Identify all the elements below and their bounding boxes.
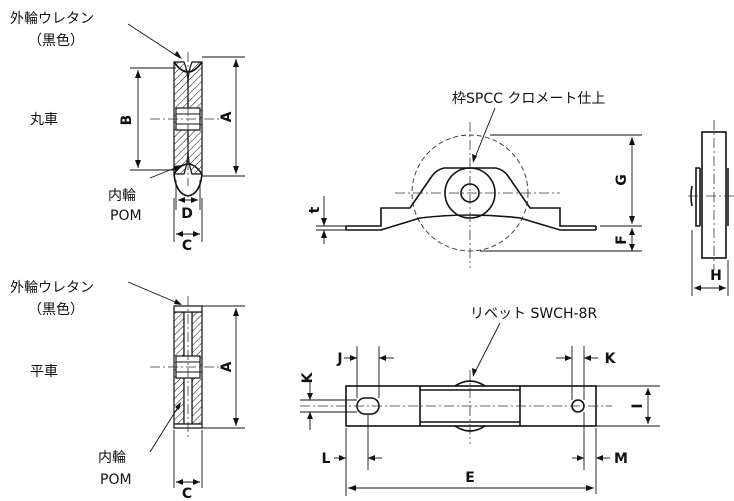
dim-h: H (691, 230, 729, 296)
dim-f-label: F (614, 235, 630, 245)
dim-l: L (322, 414, 382, 470)
dim-k-right-label: K (605, 351, 617, 367)
dim-g-label: G (614, 174, 630, 186)
outer-urethane-top-label: 外輪ウレタン (10, 10, 94, 27)
dim-b-label: B (119, 115, 135, 126)
dim-k-left-label: K (300, 371, 316, 383)
dim-e-label: E (465, 470, 475, 486)
inner-bottom-label: 内輪 (98, 449, 126, 466)
dim-c-top: C (173, 198, 203, 254)
frame-note-label: 枠SPCC クロメート仕上 (452, 91, 605, 107)
black-top-label: （黒色） (28, 32, 84, 49)
dim-m-label: M (614, 451, 628, 467)
flat-wheel-label: 平車 (30, 363, 58, 380)
dim-i: I (596, 385, 660, 427)
dim-e: E (345, 470, 594, 496)
top-view (300, 370, 612, 444)
pom-top-label: POM (110, 208, 142, 224)
dim-d-label: D (181, 206, 193, 222)
dim-c-bottom: C (173, 430, 203, 501)
side-view (688, 120, 734, 270)
dim-a-top-label: A (219, 111, 235, 122)
dim-i-label: I (630, 403, 646, 408)
round-wheel-section (150, 52, 220, 197)
outer-urethane-bottom-label: 外輪ウレタン (10, 279, 94, 296)
dim-h-label: H (710, 268, 722, 284)
dim-m: M (572, 412, 628, 494)
dim-a-bottom: A (202, 305, 245, 429)
dim-c-top-label: C (182, 238, 192, 254)
rivet-note-label: リベット SWCH-8R (470, 306, 597, 322)
dim-t-label: t (307, 206, 323, 213)
dim-k-left: K (300, 371, 357, 430)
dim-c-bottom-label: C (182, 486, 192, 501)
dim-f: F (480, 228, 642, 252)
dim-a-top: A (202, 56, 245, 177)
dim-k-right: K (556, 346, 617, 400)
round-wheel-label: 丸車 (30, 111, 58, 128)
flat-wheel-section (150, 296, 220, 440)
dim-g: G (490, 134, 642, 227)
dim-b: B (119, 67, 176, 171)
dim-j-label: J (336, 351, 342, 367)
black-bottom-label: （黒色） (28, 301, 84, 318)
pom-bottom-label: POM (100, 472, 132, 488)
dim-t: t (307, 196, 346, 244)
front-view (345, 122, 597, 268)
dim-a-bottom-label: A (219, 361, 235, 372)
dim-d: D (175, 180, 201, 222)
inner-top-label: 内輪 (108, 187, 136, 204)
dim-l-label: L (322, 451, 331, 467)
dim-j: J (336, 346, 394, 398)
